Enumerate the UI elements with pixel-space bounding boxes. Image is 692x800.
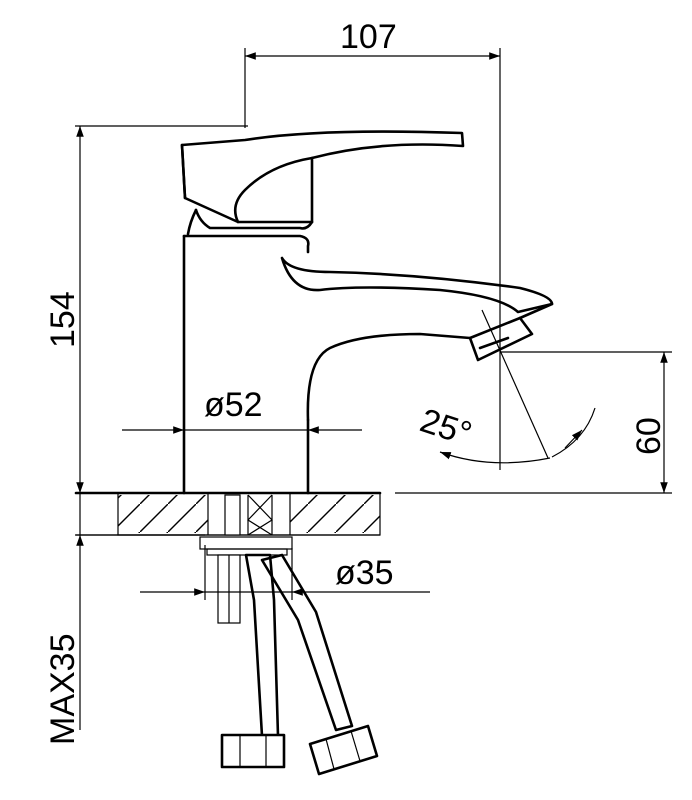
mounting-shank (199, 494, 293, 624)
faucet-body (182, 234, 472, 495)
dimension-label-max: MAX35 (44, 634, 82, 746)
dimension-label-angle: 25° (416, 401, 477, 453)
dimension-body-diameter: ø52 (122, 386, 362, 434)
dimension-spout-angle: 25° (416, 309, 596, 464)
dimension-spout-height-60: 60 (395, 351, 672, 494)
dimension-shank-diameter: ø35 (140, 545, 430, 600)
lever-handle (180, 130, 465, 236)
hose-nut-left (220, 733, 286, 769)
dimension-height-154: 154 (44, 125, 248, 493)
countertop-section (74, 491, 382, 536)
cartridge-collar (194, 208, 314, 230)
dimension-label-body-diameter: ø52 (204, 386, 263, 424)
dimension-label-shank-diameter: ø35 (335, 554, 394, 592)
dimension-label-width: 107 (340, 18, 397, 56)
dimension-label-height: 154 (44, 291, 82, 348)
hose-nut-right (308, 724, 379, 776)
faucet-spout (280, 256, 554, 362)
dimension-label-spout-height: 60 (630, 417, 668, 455)
dimension-width-107: 107 (244, 18, 501, 470)
